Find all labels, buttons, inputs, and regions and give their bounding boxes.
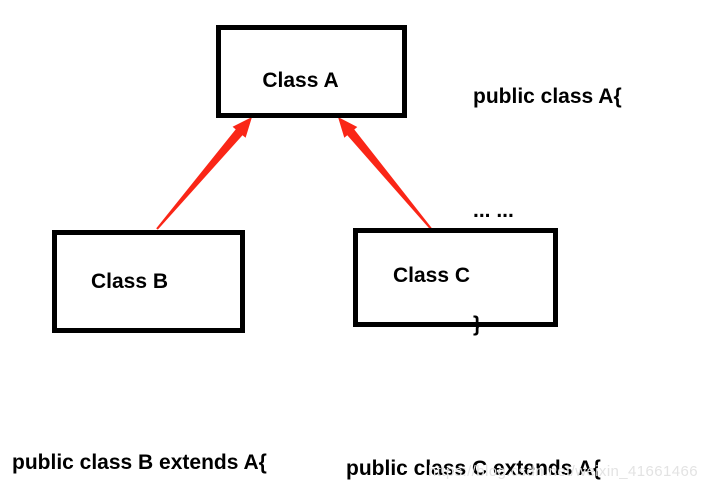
class-b-label: Class B bbox=[90, 269, 169, 293]
code-block-class-a: public class A{ ... ... } bbox=[473, 2, 622, 420]
inheritance-arrow-b-to-a bbox=[156, 117, 252, 230]
class-b-box: Class B bbox=[52, 230, 245, 333]
code-block-class-b: public class B extends A{ ... ... } bbox=[12, 360, 267, 492]
code-line: public class B extends A{ bbox=[12, 451, 267, 474]
inheritance-arrow-c-to-a bbox=[338, 117, 433, 231]
code-line: public class A{ bbox=[473, 85, 622, 108]
code-line: public class C extends A{ bbox=[346, 457, 601, 480]
code-block-class-c: public class C extends A{ ... ... } bbox=[346, 366, 601, 492]
class-c-label: Class C bbox=[392, 263, 471, 287]
class-a-box: Class A bbox=[216, 25, 407, 118]
class-a-label: Class A bbox=[262, 68, 339, 92]
class-c-box: Class C bbox=[353, 228, 558, 327]
code-line: } bbox=[473, 313, 482, 336]
watermark-text: https://blog.csdn.net/weixin_41661466 bbox=[428, 463, 698, 480]
code-line: ... ... bbox=[473, 199, 514, 222]
